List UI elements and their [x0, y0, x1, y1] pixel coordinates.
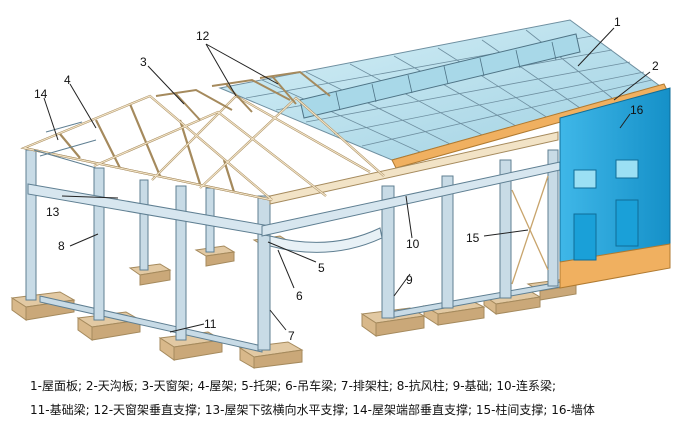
- truss-bracing: [33, 121, 97, 169]
- callout-5: 5: [318, 261, 325, 275]
- callout-7: 7: [288, 329, 295, 343]
- roof-panels: [218, 19, 669, 169]
- callout-12: 12: [196, 29, 210, 43]
- callout-16: 16: [630, 103, 644, 117]
- legend: 1-屋面板; 2-天沟板; 3-天窗架; 4-屋架; 5-托架; 6-吊车梁; …: [30, 374, 690, 422]
- callout-15: 15: [466, 231, 480, 245]
- callout-1: 1: [614, 15, 621, 29]
- callout-14: 14: [34, 87, 48, 101]
- callout-3: 3: [140, 55, 147, 69]
- legend-line-2: 11-基础梁; 12-天窗架垂直支撑; 13-屋架下弦横向水平支撑; 14-屋架…: [30, 403, 595, 417]
- tie-beams: [269, 131, 559, 205]
- callout-11: 11: [204, 317, 217, 331]
- callout-10: 10: [406, 237, 420, 251]
- callout-leaders: [43, 27, 651, 333]
- callout-13: 13: [46, 205, 60, 219]
- callout-4: 4: [64, 73, 71, 87]
- building-structure-illustration: [10, 19, 671, 369]
- callout-9: 9: [406, 273, 413, 287]
- columns: [25, 149, 559, 351]
- column-bracing: [511, 175, 549, 285]
- callout-8: 8: [58, 239, 65, 253]
- callout-2: 2: [652, 59, 659, 73]
- end-wall: [559, 87, 671, 289]
- crane-beams: [27, 161, 561, 253]
- skylight-frames: [155, 70, 331, 121]
- callout-6: 6: [296, 289, 303, 303]
- legend-line-1: 1-屋面板; 2-天沟板; 3-天窗架; 4-屋架; 5-托架; 6-吊车梁; …: [30, 379, 557, 393]
